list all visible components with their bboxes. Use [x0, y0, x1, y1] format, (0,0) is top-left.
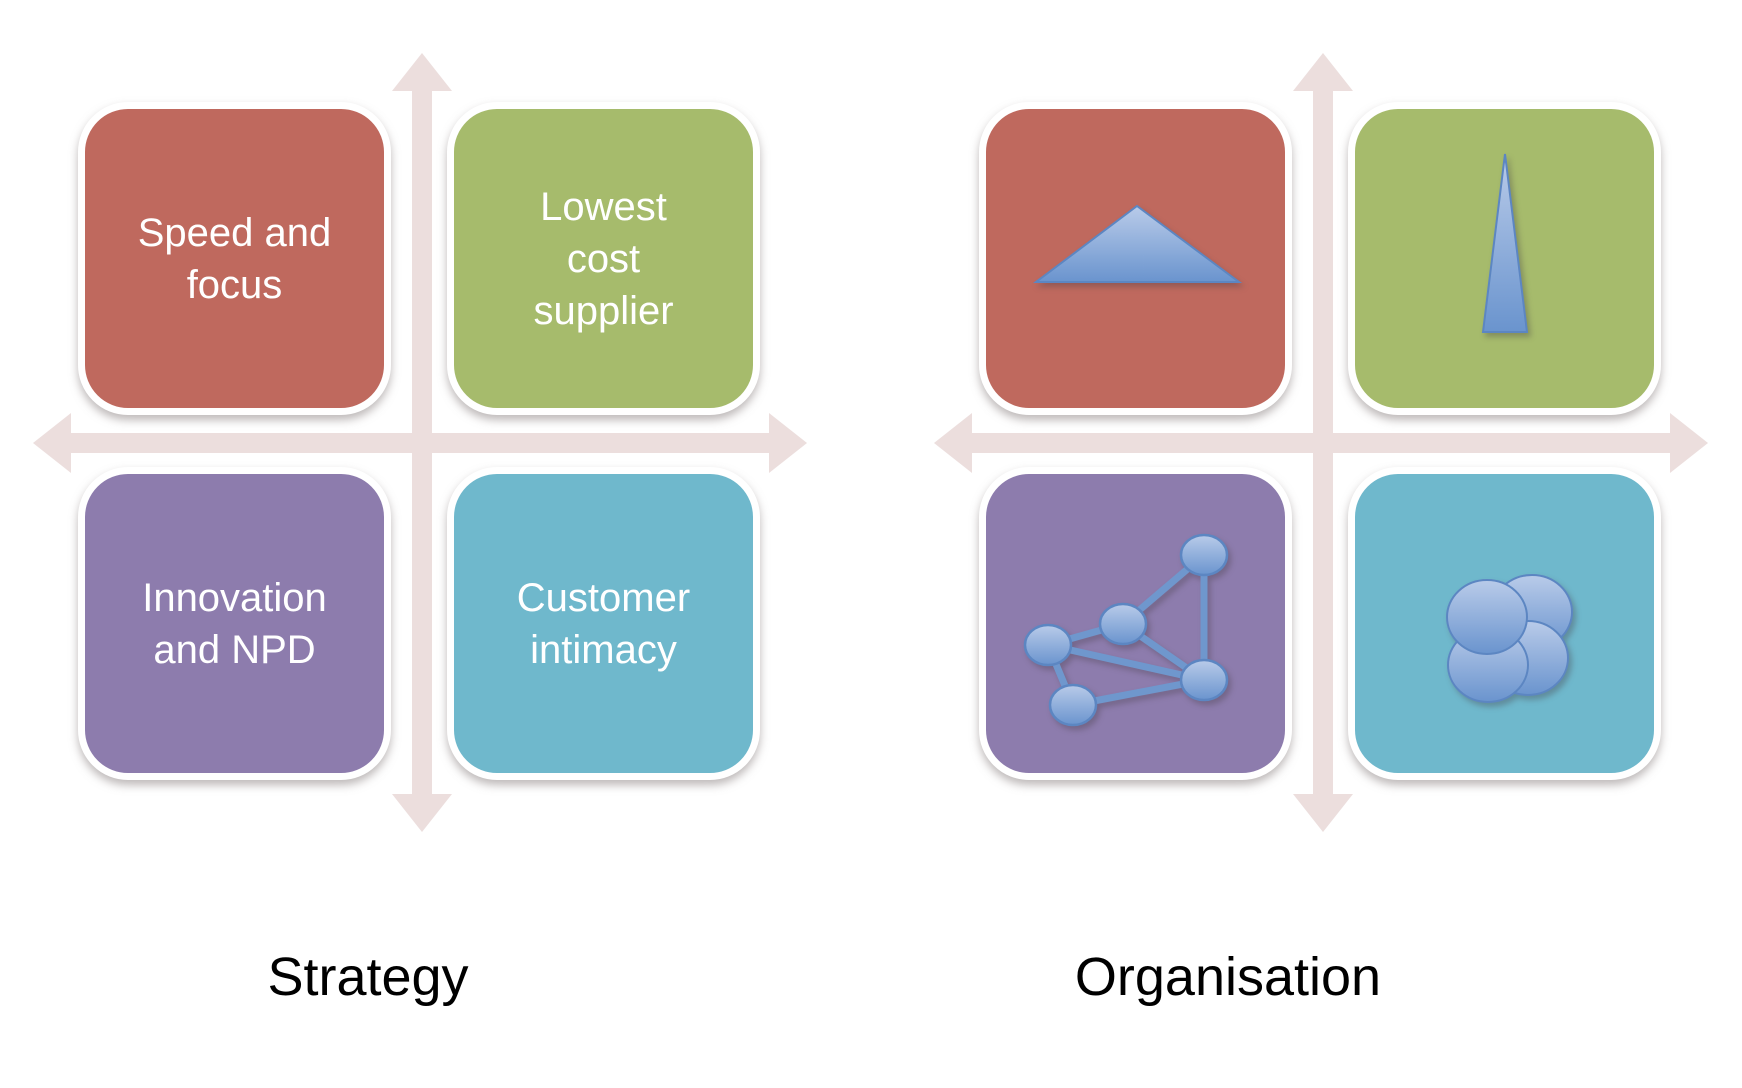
tall-triangle-icon — [1481, 153, 1529, 333]
right-arrowhead-icon — [769, 413, 807, 473]
quadrant-speed-and-focus: Speed and focus — [78, 102, 391, 415]
strategy-matrix-diagram: Speed and focus Lowest cost supplier Inn… — [0, 0, 841, 1088]
right-arrowhead-icon — [1670, 413, 1708, 473]
up-arrowhead-icon — [1293, 53, 1353, 91]
cluster-icon — [1446, 574, 1573, 703]
strategy-title: Strategy — [267, 947, 469, 1007]
down-arrowhead-icon — [392, 794, 452, 832]
wide-triangle-icon — [1033, 204, 1243, 283]
organisation-matrix-diagram: Organisation — [901, 0, 1742, 1088]
quadrant-lowest-cost-supplier: Lowest cost supplier — [447, 102, 760, 415]
horizontal-axis-shaft — [972, 433, 1670, 453]
network-icon — [1023, 533, 1229, 727]
quadrant-label: Lowest cost supplier — [533, 184, 674, 333]
quadrant-label: Innovation and NPD — [142, 575, 327, 672]
up-arrowhead-icon — [392, 53, 452, 91]
organisation-title: Organisation — [1074, 947, 1382, 1007]
quadrant-label: Speed and focus — [137, 210, 332, 307]
down-arrowhead-icon — [1293, 794, 1353, 832]
quadrant-customer-intimacy: Customer intimacy — [447, 467, 760, 780]
left-arrowhead-icon — [33, 413, 71, 473]
horizontal-axis-shaft — [71, 433, 769, 453]
quadrant-innovation-and-npd: Innovation and NPD — [78, 467, 391, 780]
left-arrowhead-icon — [934, 413, 972, 473]
quadrant-label: Customer intimacy — [516, 575, 691, 672]
